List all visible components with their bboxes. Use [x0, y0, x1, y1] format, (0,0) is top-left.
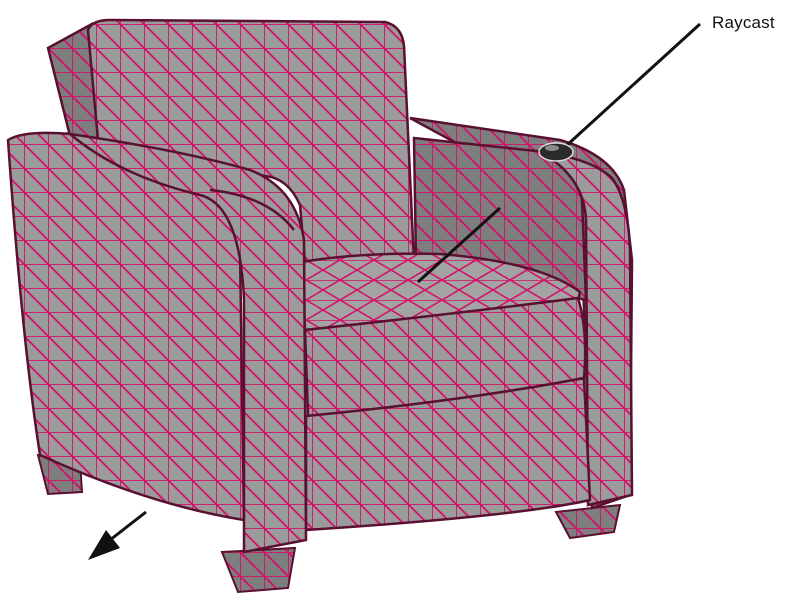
base-front [304, 376, 592, 532]
ray-normal-line [416, 206, 502, 284]
front-right-leg [220, 546, 297, 594]
direction-arrow-line [109, 510, 147, 542]
right-arm-front [539, 150, 634, 507]
back-right-leg [554, 503, 622, 540]
raycast-label: Raycast [712, 13, 775, 32]
direction-arrow-icon [88, 530, 120, 560]
left-arm-roll [209, 188, 295, 231]
left-arm-front [65, 132, 308, 554]
ray-line [564, 22, 702, 148]
backrest [86, 18, 416, 264]
left-arm-outer [6, 131, 246, 522]
